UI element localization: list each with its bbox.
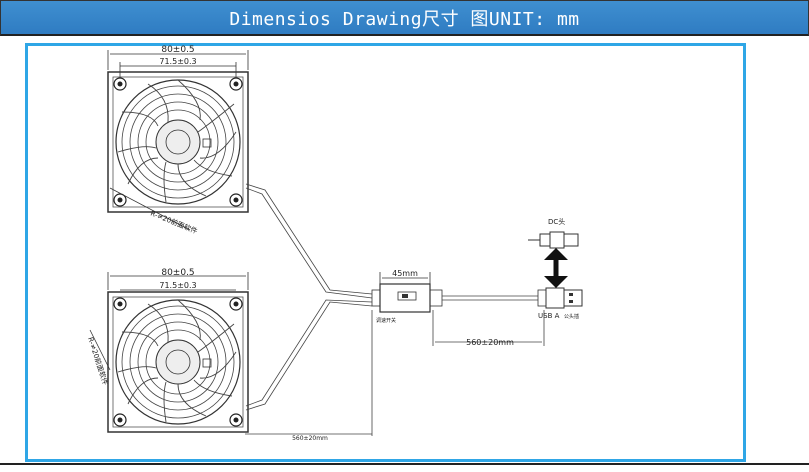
controller-switch-note: 调速开关 xyxy=(376,317,396,324)
bottom-divider xyxy=(0,463,809,465)
top-fan-hole-dim: 71.5±0.3 xyxy=(159,57,196,66)
speed-controller xyxy=(371,272,443,313)
controller-width-dim: 45mm xyxy=(392,269,418,278)
usb-label: USB A xyxy=(538,312,560,320)
usb-cable xyxy=(432,295,545,346)
double-arrow-icon xyxy=(544,248,568,288)
fan-cables xyxy=(245,183,373,436)
top-fan xyxy=(107,50,249,231)
usb-note: 公头插 xyxy=(564,313,579,320)
top-fan-outer-dim: 80±0.5 xyxy=(161,45,194,55)
bottom-fan-hole-dim: 71.5±0.3 xyxy=(159,281,196,290)
dc-label: DC头 xyxy=(548,217,565,226)
header-bar: Dimensios Drawing尺寸 图UNIT: mm xyxy=(0,0,809,36)
usb-cable-length-dim: 560±20mm xyxy=(466,338,514,347)
drawing-frame xyxy=(25,43,746,462)
bottom-fan-cable-note: R-≠20前面软件 xyxy=(86,336,110,386)
page-title: Dimensios Drawing尺寸 图UNIT: mm xyxy=(229,8,580,30)
usb-connector xyxy=(537,287,583,309)
dc-connector xyxy=(528,231,579,249)
fan-cable-dim: 560±20mm xyxy=(292,435,328,442)
bottom-fan xyxy=(89,272,249,433)
bottom-fan-outer-dim: 80±0.5 xyxy=(161,268,194,278)
